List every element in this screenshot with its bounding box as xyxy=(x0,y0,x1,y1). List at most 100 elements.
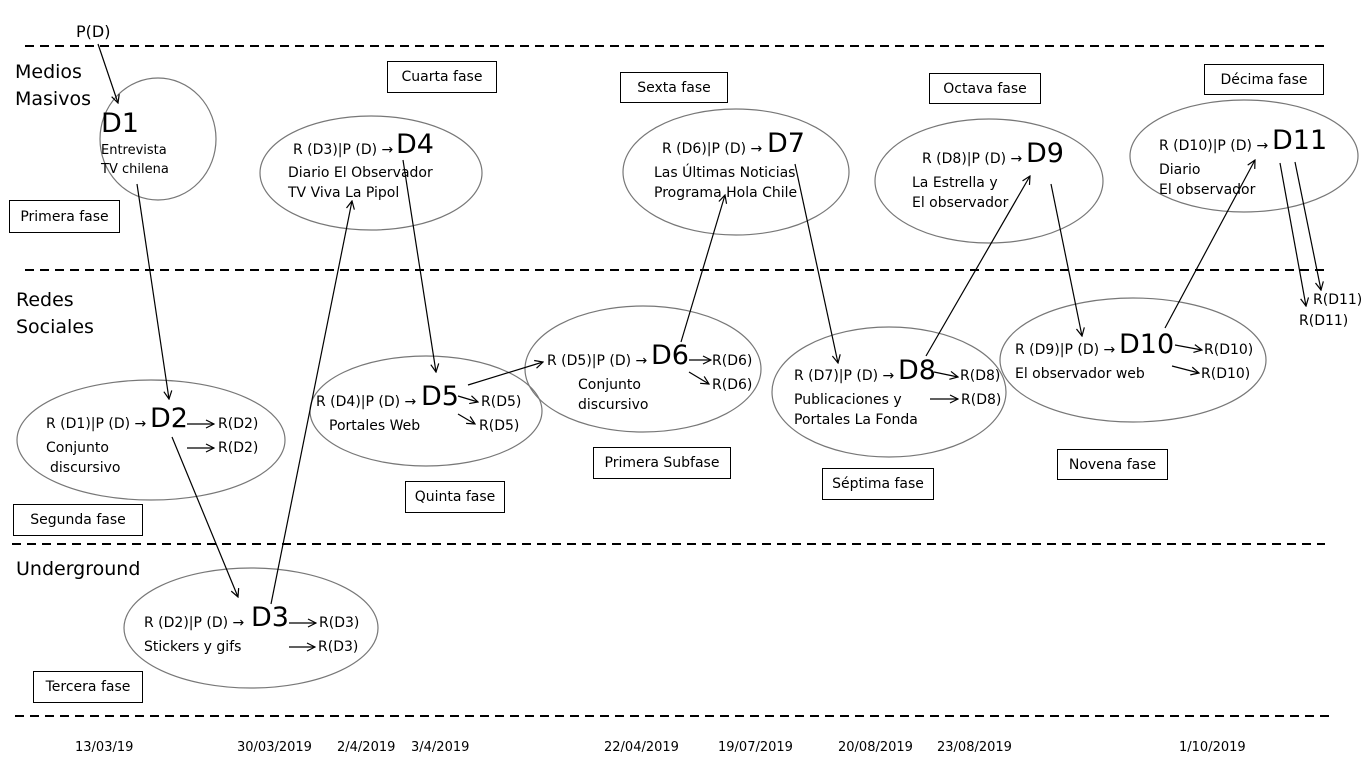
node-d4-formula: R (D3)|P (D) → xyxy=(293,142,394,158)
node-d3-ellipse xyxy=(123,567,379,689)
phase-box-primera-subfase: Primera Subfase xyxy=(593,447,731,479)
node-d3-output-1: R(D3) xyxy=(319,615,360,631)
node-d8-formula: R (D7)|P (D) → xyxy=(794,368,895,384)
phase-box-octava: Octava fase xyxy=(929,73,1041,104)
node-d6-ellipse xyxy=(524,305,762,433)
node-d4-desc-line2: TV Viva La Pipol xyxy=(288,185,400,201)
node-d11-output-2: R(D11) xyxy=(1299,313,1349,329)
node-d11-label: D11 xyxy=(1272,125,1328,156)
node-d1-label: D1 xyxy=(101,108,139,139)
node-d10-output-2: R(D10) xyxy=(1201,366,1251,382)
arrow-d2-d3 xyxy=(171,436,238,597)
node-d2-output-1: R(D2) xyxy=(218,416,259,432)
arrow-d10-out1 xyxy=(1174,345,1202,350)
node-d2-ellipse xyxy=(16,379,286,501)
node-d3-label: D3 xyxy=(251,602,289,633)
node-d9-ellipse xyxy=(874,118,1104,244)
phase-box-septima: Séptima fase xyxy=(822,468,934,500)
arrow-d11-out2 xyxy=(1294,161,1321,290)
node-d7-label: D7 xyxy=(767,128,805,159)
probability-label: P(D) xyxy=(76,22,111,41)
node-d11-desc-line1: Diario xyxy=(1159,162,1201,178)
arrow-pd-d1 xyxy=(97,43,118,103)
arrow-d5-out2 xyxy=(457,413,475,424)
node-d5-label: D5 xyxy=(421,381,459,412)
node-d10-output-1: R(D10) xyxy=(1204,342,1254,358)
node-d11-output-1: R(D11) xyxy=(1313,292,1363,308)
arrow-d6-out2 xyxy=(688,371,709,384)
arrow-d8-out1 xyxy=(933,372,958,377)
phase-box-novena: Novena fase xyxy=(1057,449,1168,480)
node-d3-desc-line1: Stickers y gifs xyxy=(144,639,242,655)
node-d3-output-2: R(D3) xyxy=(318,639,359,655)
node-d8-desc-line2: Portales La Fonda xyxy=(794,412,918,428)
node-d7-desc-line1: Las Últimas Noticias xyxy=(654,165,796,181)
node-d2-desc-line1: Conjunto xyxy=(46,440,109,456)
arrow-d8-d9 xyxy=(925,176,1030,357)
node-d1-desc-line2: TV chilena xyxy=(101,162,169,177)
timeline-date: 13/03/19 xyxy=(75,740,134,755)
phase-box-cuarta: Cuarta fase xyxy=(387,61,497,93)
node-d10-formula: R (D9)|P (D) → xyxy=(1015,342,1116,358)
phase-box-tercera: Tercera fase xyxy=(33,671,143,703)
node-d8-output-1: R(D8) xyxy=(960,368,1001,384)
arrow-d9-d10 xyxy=(1050,183,1082,336)
arrow-d10-out2 xyxy=(1171,365,1199,373)
node-d5-desc-line1: Portales Web xyxy=(329,418,421,434)
lane-label-redes-sociales-line2: Sociales xyxy=(16,316,94,338)
node-d6-desc-line2: discursivo xyxy=(578,397,649,413)
node-d10-desc-line1: El observador web xyxy=(1015,366,1145,382)
arrow-d7-d8 xyxy=(794,163,838,363)
node-d6-label: D6 xyxy=(651,340,689,371)
node-d9-desc-line2: El observador xyxy=(912,195,1009,211)
node-d6-formula: R (D5)|P (D) → xyxy=(547,353,648,369)
arrow-d10-d11 xyxy=(1164,160,1255,329)
arrow-d5-out1 xyxy=(457,395,478,402)
node-d7-formula: R (D6)|P (D) → xyxy=(662,141,763,157)
node-d2-formula: R (D1)|P (D) → xyxy=(46,416,147,432)
timeline-date: 30/03/2019 xyxy=(237,740,312,755)
node-d5-output-1: R(D5) xyxy=(481,394,522,410)
node-d2-label: D2 xyxy=(150,403,188,434)
phase-box-quinta: Quinta fase xyxy=(405,481,505,513)
node-d8-label: D8 xyxy=(898,355,936,386)
node-d10-label: D10 xyxy=(1119,329,1175,360)
node-d6-output-2: R(D6) xyxy=(712,377,753,393)
node-d6-output-1: R(D6) xyxy=(712,353,753,369)
arrow-d4-d5 xyxy=(402,159,436,372)
timeline-date: 2/4/2019 xyxy=(337,740,396,755)
arrow-d1-d2 xyxy=(136,183,169,399)
phase-box-primera: Primera fase xyxy=(9,200,120,233)
node-d4-ellipse xyxy=(259,115,483,231)
node-d7-ellipse xyxy=(622,108,850,236)
timeline-date: 1/10/2019 xyxy=(1179,740,1246,755)
node-d8-output-2: R(D8) xyxy=(961,392,1002,408)
node-d11-ellipse xyxy=(1129,99,1359,213)
node-d2-output-2: R(D2) xyxy=(218,440,259,456)
lane-label-medios-masivos-line1: Medios xyxy=(15,61,82,83)
timeline-date: 22/04/2019 xyxy=(604,740,679,755)
node-d9-formula: R (D8)|P (D) → xyxy=(922,151,1023,167)
timeline-date: 20/08/2019 xyxy=(838,740,913,755)
node-d5-output-2: R(D5) xyxy=(479,418,520,434)
phase-box-segunda: Segunda fase xyxy=(13,504,143,536)
arrow-d6-d7 xyxy=(680,195,725,343)
arrow-d5-d6 xyxy=(467,362,543,386)
node-d2-desc-line2: discursivo xyxy=(50,460,121,476)
timeline-date: 23/08/2019 xyxy=(937,740,1012,755)
timeline-date: 19/07/2019 xyxy=(718,740,793,755)
node-d11-desc-line2: El observador xyxy=(1159,182,1256,198)
node-d10-ellipse xyxy=(999,297,1267,423)
node-d3-formula: R (D2)|P (D) → xyxy=(144,615,245,631)
arrow-d11-out1 xyxy=(1279,162,1306,306)
node-d4-desc-line1: Diario El Observador xyxy=(288,165,433,181)
node-d11-formula: R (D10)|P (D) → xyxy=(1159,138,1269,154)
phase-box-decima: Décima fase xyxy=(1204,64,1324,95)
node-d1-ellipse xyxy=(99,77,217,201)
lane-label-underground: Underground xyxy=(16,558,141,580)
node-d9-label: D9 xyxy=(1026,138,1064,169)
node-d6-desc-line1: Conjunto xyxy=(578,377,641,393)
node-d1-desc-line1: Entrevista xyxy=(101,143,167,158)
